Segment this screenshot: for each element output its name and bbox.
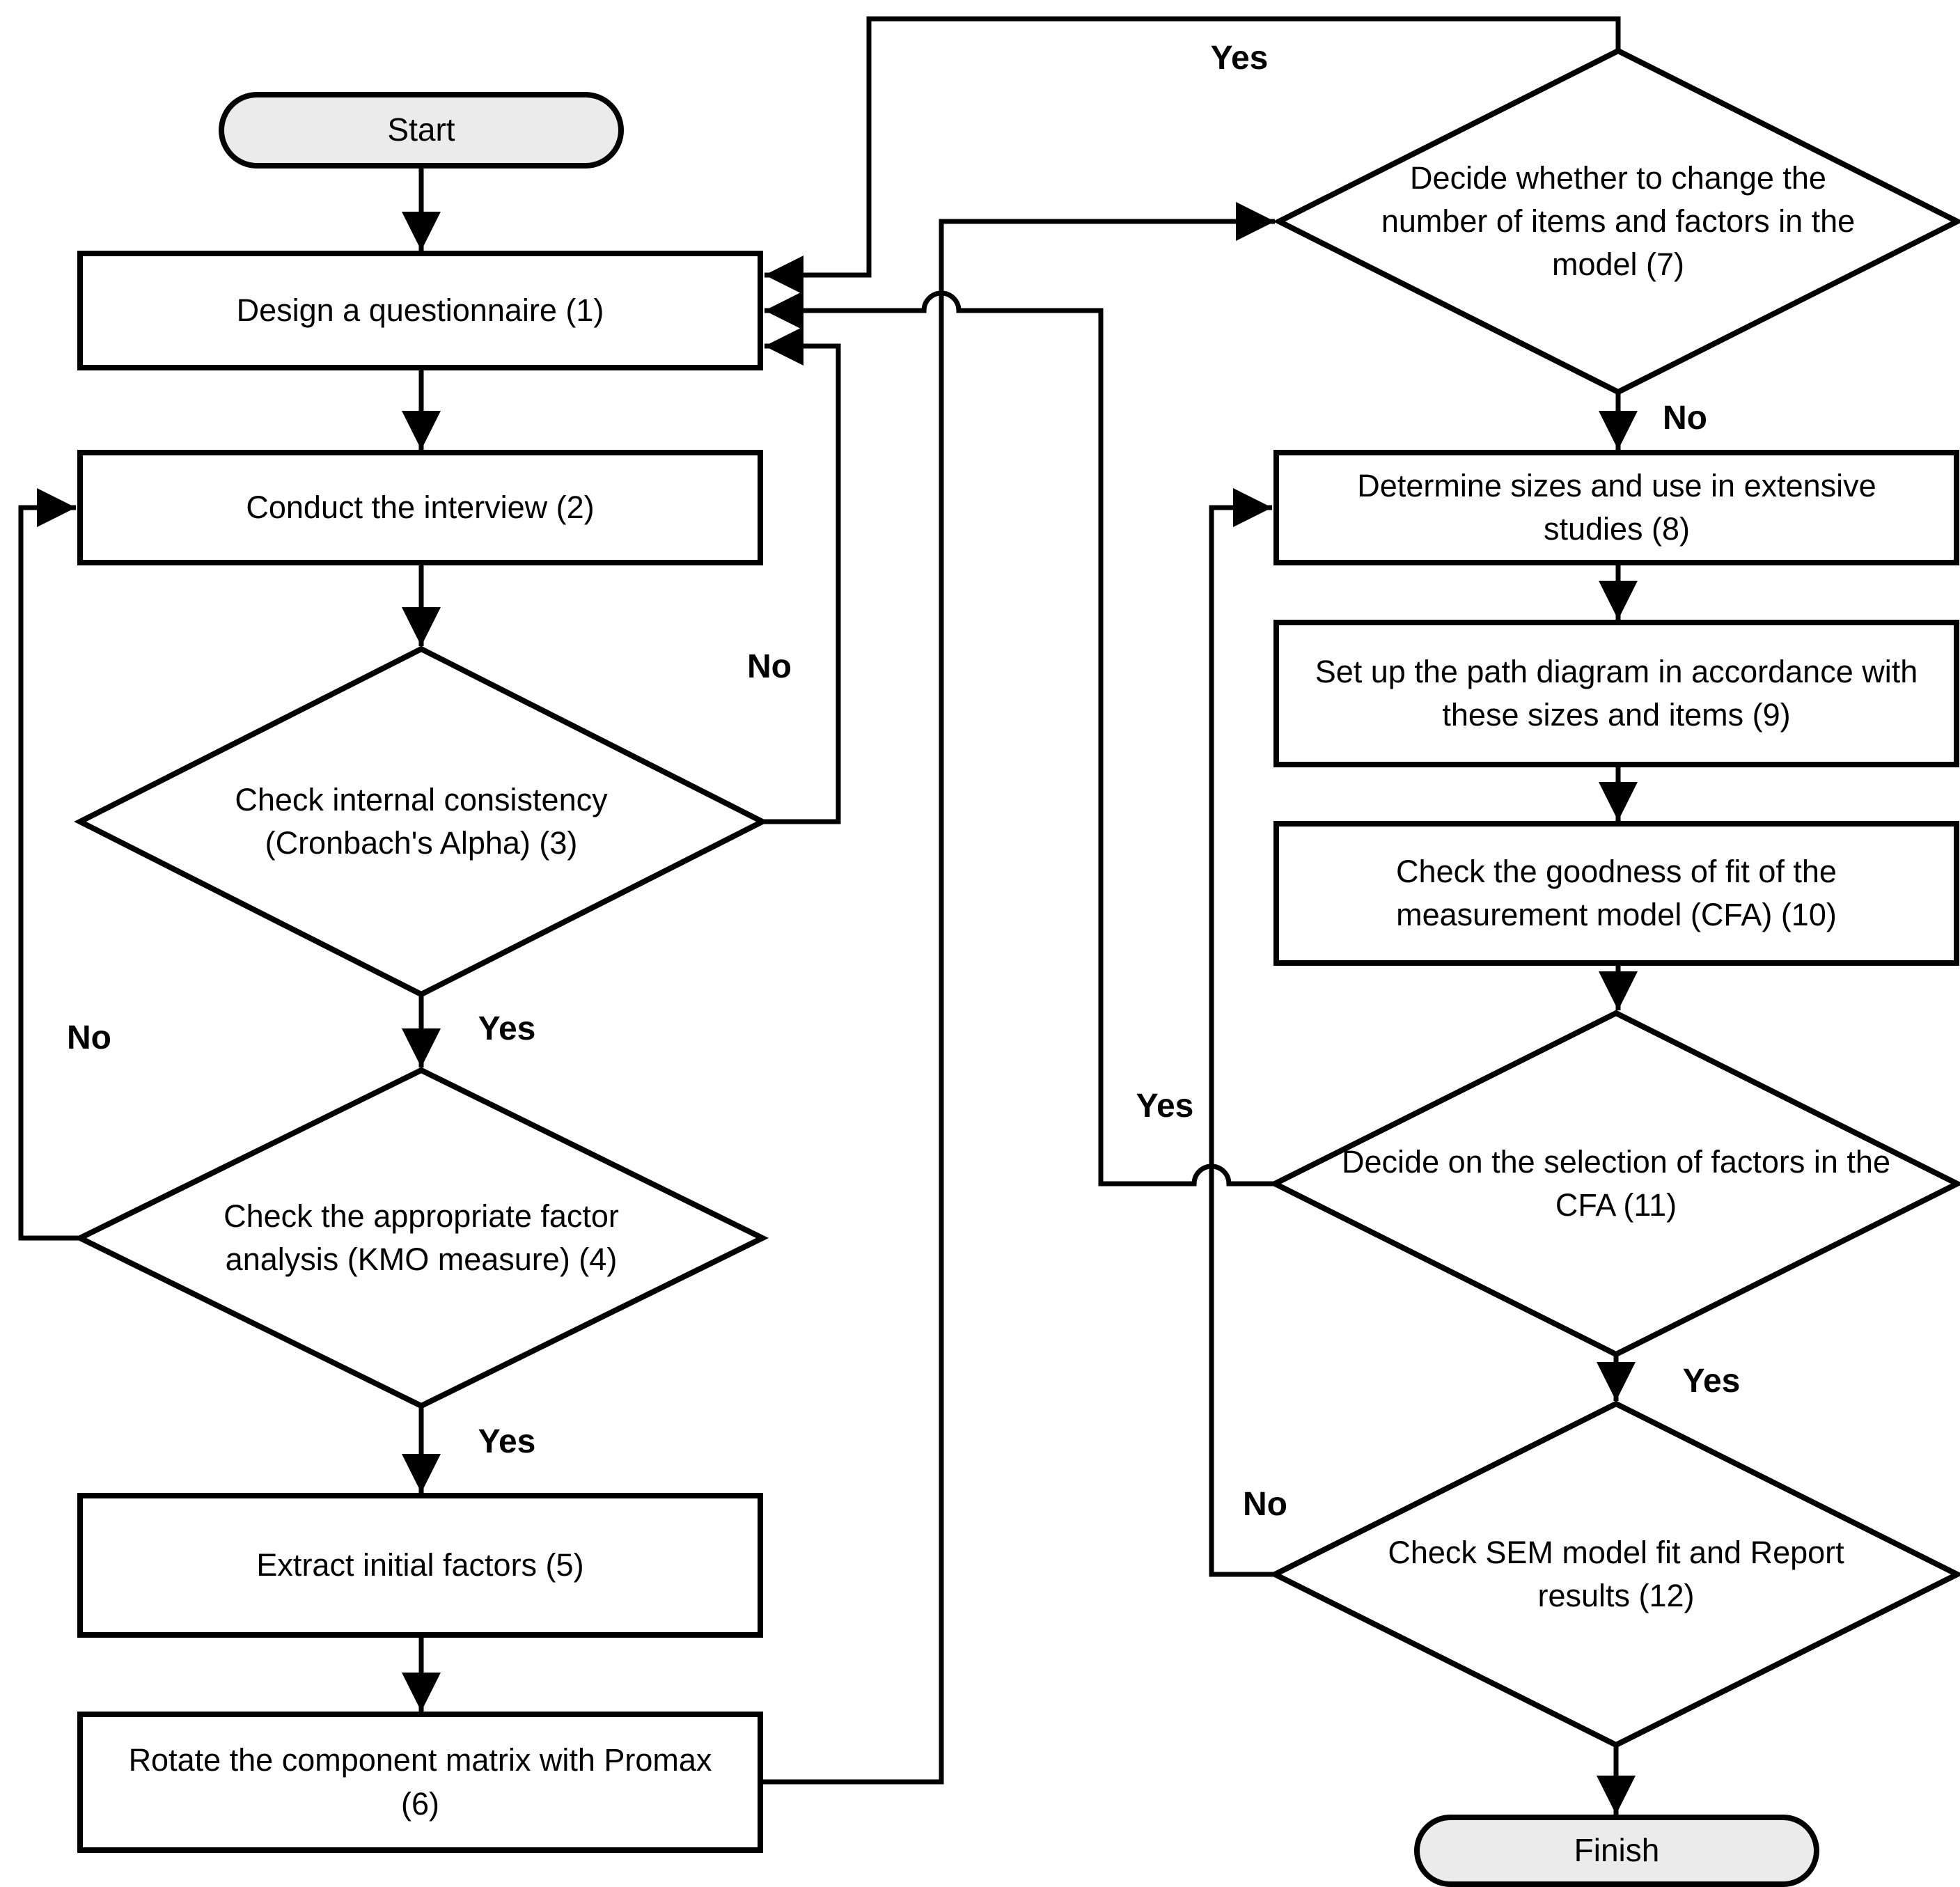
check-internal-consistency-shape <box>74 645 769 998</box>
edge-decide11-yes-to-design <box>765 290 1275 1187</box>
check-goodness-of-fit-shape <box>1273 821 1959 966</box>
extract-initial-factors-shape <box>77 1493 763 1638</box>
design-questionnaire-shape <box>77 251 763 370</box>
conduct-interview-shape <box>77 450 763 565</box>
edge-sem-no-to-determine <box>1209 488 1275 1577</box>
edge-decide7-yes-to-design <box>765 16 1621 295</box>
edge-kmo-no-to-interview <box>18 488 80 1241</box>
decide-change-items-factors-shape <box>1273 47 1960 396</box>
start-terminator-shape <box>219 92 624 169</box>
edge-consistency-no-to-design <box>762 327 841 824</box>
determine-sizes-shape <box>1273 450 1959 565</box>
check-sem-model-fit-shape <box>1269 1400 1960 1748</box>
rotate-component-matrix-shape <box>77 1712 763 1853</box>
set-up-path-diagram-shape <box>1273 620 1959 767</box>
decide-selection-of-factors-shape <box>1269 1010 1960 1358</box>
finish-terminator-shape <box>1414 1815 1819 1887</box>
check-appropriate-factor-analysis-shape <box>73 1067 769 1409</box>
edge-rotate-to-decide7 <box>760 202 1275 1785</box>
